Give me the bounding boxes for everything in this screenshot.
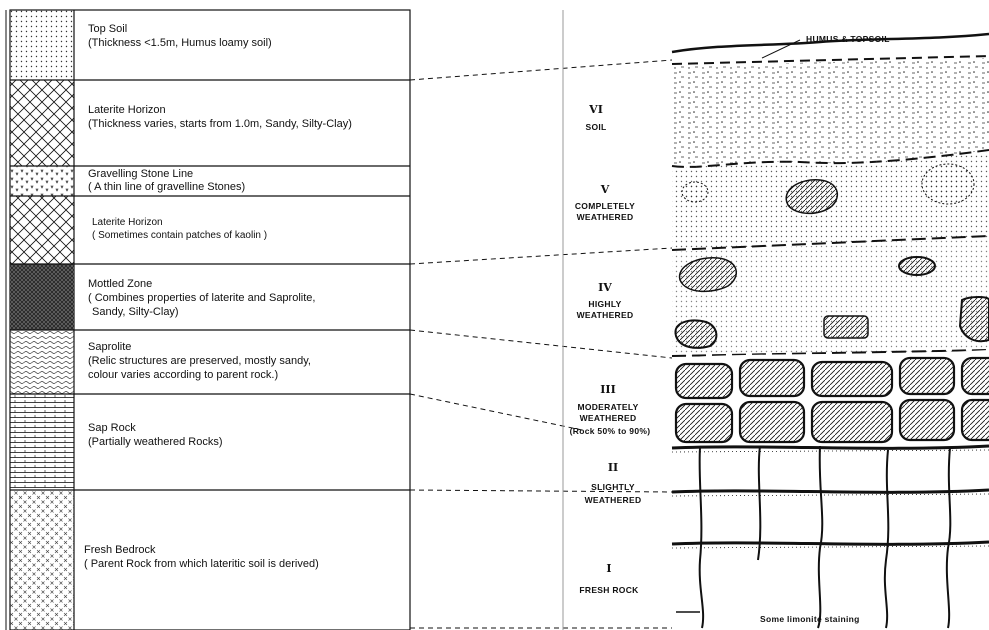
grade-name: FRESH ROCK (579, 585, 639, 595)
layer-detail-laterite: (Thickness varies, starts from 1.0m, San… (88, 118, 352, 130)
layer-title-laterite-2: Laterite Horizon (92, 217, 163, 228)
corestone (824, 316, 868, 338)
grade-name-2: WEATHERED (577, 212, 634, 222)
grade-name: MODERATELY (577, 402, 638, 412)
grade-numeral: III (600, 383, 615, 396)
corestone (960, 297, 989, 341)
grade-numeral: IV (598, 281, 612, 294)
rock-block (962, 400, 989, 440)
layer-title-saprock: Sap Rock (88, 422, 136, 434)
connector-lines (410, 60, 672, 628)
connector-line (410, 60, 672, 80)
connector-line (410, 394, 582, 430)
layer-detail-saprolite: (Relic structures are preserved, mostly … (88, 355, 311, 367)
laterite-pattern-2 (10, 196, 74, 264)
layer-title-mottled: Mottled Zone (88, 278, 152, 290)
layer-detail2-saprolite: colour varies according to parent rock.) (88, 369, 278, 381)
topsoil-pattern (10, 10, 74, 80)
layer-detail-topsoil: (Thickness <1.5m, Humus loamy soil) (88, 37, 272, 49)
grade-name-2: WEATHERED (577, 310, 634, 320)
layer-title-laterite: Laterite Horizon (88, 104, 166, 116)
corestone (675, 321, 716, 348)
grade-name: SLIGHTLY (591, 482, 635, 492)
grade-numeral: VI (588, 103, 603, 116)
rock-block (962, 358, 989, 394)
saprock-pattern (10, 394, 74, 490)
rock-block (740, 402, 804, 442)
weathering-profile: HUMUS & TOPSOIL (563, 10, 989, 630)
gravel-pattern (10, 166, 74, 196)
layer-detail-laterite-2: ( Sometimes contain patches of kaolin ) (92, 230, 267, 241)
grade-numeral: II (608, 461, 618, 474)
laterite-pattern (10, 80, 74, 166)
rock-block (812, 362, 892, 396)
rock-block (676, 404, 732, 442)
moderately-weathered-blocks (672, 350, 989, 448)
humus-topsoil-label: HUMUS & TOPSOIL (806, 34, 890, 44)
rock-block (900, 358, 954, 394)
limonite-staining-label: Some limonite staining (760, 614, 860, 624)
layer-title-bedrock: Fresh Bedrock (84, 544, 156, 556)
layer-detail-bedrock: ( Parent Rock from which lateritic soil … (84, 558, 319, 570)
boulder-dotted (682, 182, 708, 202)
mottled-pattern (10, 264, 74, 330)
layer-title-saprolite: Saprolite (88, 341, 131, 353)
rock-block (740, 360, 804, 396)
lithology-column: Top Soil (Thickness <1.5m, Humus loamy s… (6, 10, 410, 630)
layer-title-topsoil: Top Soil (88, 23, 127, 35)
rock-block (900, 400, 954, 440)
connector-line (410, 248, 672, 264)
joint-ticks (672, 450, 989, 612)
rock-joints (672, 446, 989, 628)
boulder-dotted (922, 164, 974, 204)
layer-title-gravel: Gravelling Stone Line (88, 168, 193, 180)
saprolite-pattern (10, 330, 74, 394)
layer-detail-saprock: (Partially weathered Rocks) (88, 436, 223, 448)
grade-numeral: I (606, 562, 611, 575)
soil-zone (672, 58, 989, 167)
grade-name-2: WEATHERED (585, 495, 642, 505)
label-leader (762, 40, 800, 58)
corestone (899, 257, 935, 275)
grade-name: SOIL (585, 122, 606, 132)
layer-detail-mottled: ( Combines properties of laterite and Sa… (88, 292, 315, 304)
grade-name-2: WEATHERED (580, 413, 637, 423)
bedrock-pattern (10, 490, 74, 630)
grade-numeral: V (600, 183, 610, 196)
rock-block (676, 364, 732, 398)
layer-detail-gravel: ( A thin line of gravelline Stones) (88, 181, 245, 193)
grade-name: HIGHLY (588, 299, 621, 309)
connector-line (410, 330, 672, 358)
grade-name-3: (Rock 50% to 90%) (570, 426, 651, 436)
rock-block (812, 402, 892, 442)
grade-name: COMPLETELY (575, 201, 635, 211)
layer-detail2-mottled: Sandy, Silty-Clay) (92, 306, 179, 318)
